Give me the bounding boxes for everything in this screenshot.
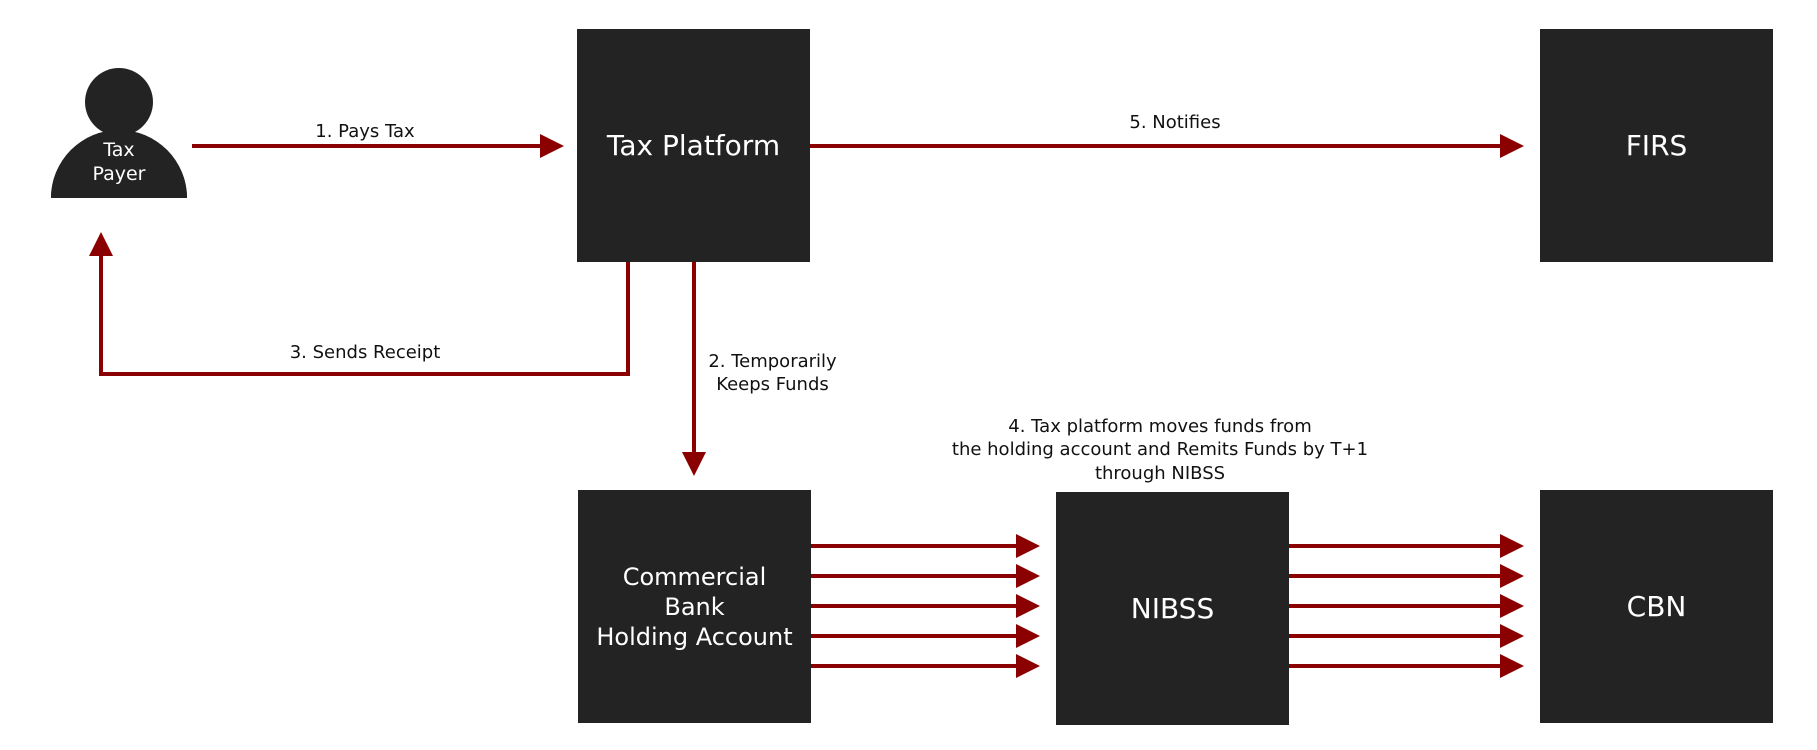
edge-label-remits-funds: 4. Tax platform moves funds from the hol… (951, 416, 1369, 484)
node-cbn-label: CBN (1626, 590, 1687, 623)
arrows-nibss-to-cbn (1289, 534, 1524, 678)
edge-label-notifies: 5. Notifies (1129, 112, 1221, 133)
node-firs: FIRS (1540, 29, 1773, 262)
node-nibss: NIBSS (1056, 492, 1289, 725)
node-tax-platform: Tax Platform (577, 29, 810, 262)
node-tax-platform-label: Tax Platform (606, 129, 781, 162)
edge-label-sends-receipt: 3. Sends Receipt (289, 342, 441, 363)
arrow-sends-receipt (89, 232, 630, 376)
node-nibss-label: NIBSS (1130, 592, 1215, 625)
edge-label-keeps-funds: 2. Temporarily Keeps Funds (708, 351, 837, 396)
node-holding-account-label: Commercial Bank Holding Account (596, 562, 793, 651)
user-icon (51, 68, 187, 198)
node-holding-account: Commercial Bank Holding Account (578, 490, 811, 723)
node-cbn: CBN (1540, 490, 1773, 723)
taxpayer-label: Tax Payer (92, 139, 146, 186)
node-firs-label: FIRS (1625, 129, 1688, 162)
arrows-holding-to-nibss (811, 534, 1040, 678)
edge-label-pays-tax: 1. Pays Tax (315, 121, 415, 142)
